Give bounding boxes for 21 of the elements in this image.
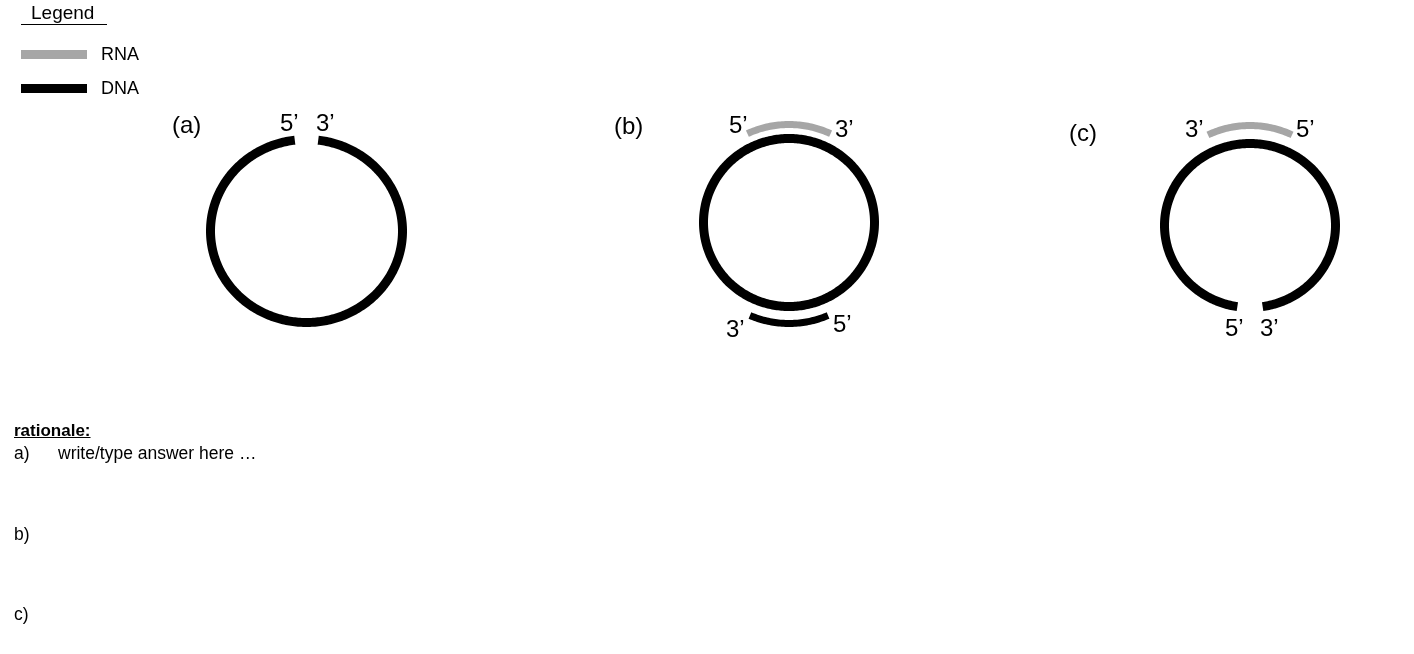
panel-label: (c) (1069, 121, 1097, 145)
list-marker: b) (14, 526, 30, 544)
strand-end-label: 3’ (726, 317, 745, 341)
strand-end-label: 3’ (1260, 316, 1279, 340)
panel-label: (b) (614, 114, 644, 138)
strand-end-label: 5’ (729, 113, 748, 137)
answer-prompt: write/type answer here … (58, 445, 257, 463)
strand-end-label: 5’ (1225, 316, 1244, 340)
panel-label: (a) (172, 113, 202, 137)
list-marker: c) (14, 606, 29, 624)
legend-title: Legend (31, 3, 95, 22)
list-marker: a) (14, 445, 30, 463)
strand-end-label: 3’ (316, 111, 335, 135)
section-heading: rationale: (14, 422, 91, 439)
strand-end-label: 5’ (1296, 117, 1315, 141)
legend-label: RNA (101, 44, 139, 63)
legend-label: DNA (101, 78, 139, 97)
strand-end-label: 3’ (1185, 117, 1204, 141)
strand-end-label: 5’ (280, 111, 299, 135)
strand-end-label: 5’ (833, 312, 852, 336)
strand-end-label: 3’ (835, 117, 854, 141)
